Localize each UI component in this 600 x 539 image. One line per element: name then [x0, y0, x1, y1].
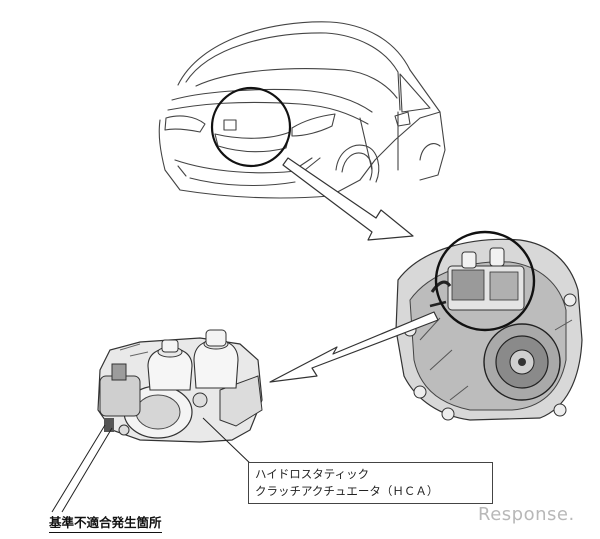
defect-location-label: 基準不適合発生箇所 — [49, 512, 162, 533]
car-illustration — [158, 21, 446, 199]
hca-label-line2: クラッチアクチュエータ（ＨＣＡ） — [255, 484, 439, 498]
car-highlight-circle — [210, 86, 292, 168]
hca-leader-line — [202, 417, 256, 469]
arrow-transmission-to-hca — [269, 311, 439, 383]
transmission-highlight-circle — [434, 230, 536, 332]
hca-label-line1: ハイドロスタティック — [255, 467, 370, 481]
arrow-car-to-transmission — [282, 157, 414, 241]
defect-leader-line-1 — [51, 424, 106, 513]
hca-unit-illustration — [97, 329, 263, 443]
response-watermark: Response. — [478, 504, 575, 525]
hca-callout-box: ハイドロスタティック クラッチアクチュエータ（ＨＣＡ） — [248, 462, 493, 504]
defect-leader-line-2 — [61, 427, 113, 513]
